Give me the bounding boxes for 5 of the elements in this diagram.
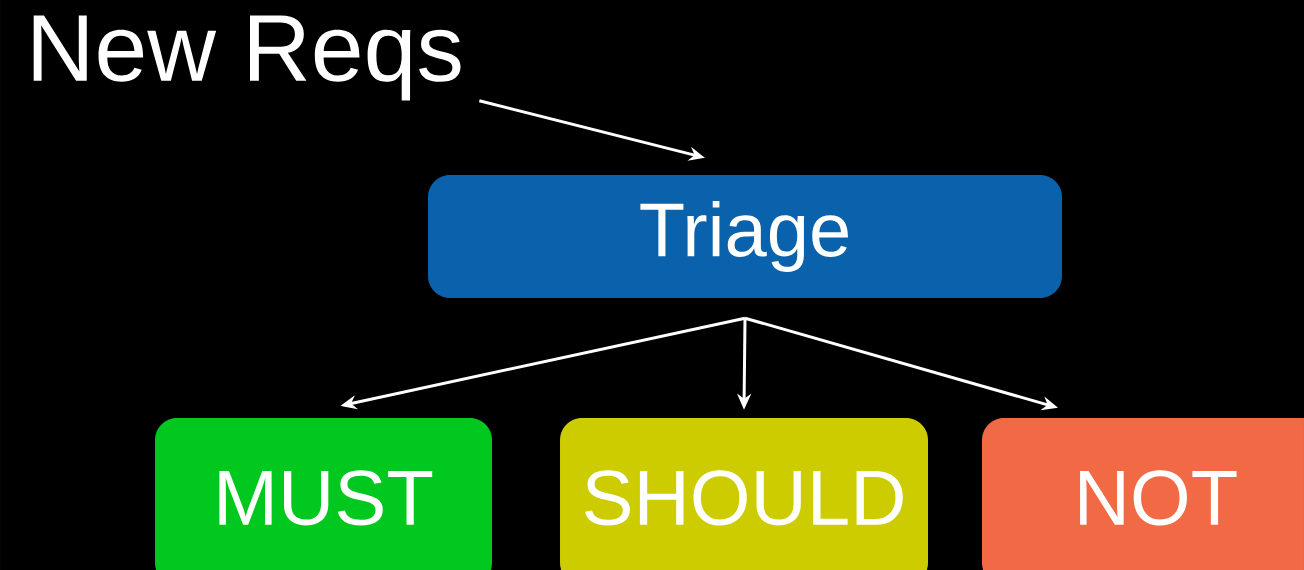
- category-box: MUST: [155, 418, 492, 570]
- process-box: Triage: [428, 175, 1062, 298]
- heading-text: New Reqs: [33, 15, 461, 101]
- category-box: NOT: [982, 418, 1304, 570]
- category-box: SHOULD: [560, 418, 928, 570]
